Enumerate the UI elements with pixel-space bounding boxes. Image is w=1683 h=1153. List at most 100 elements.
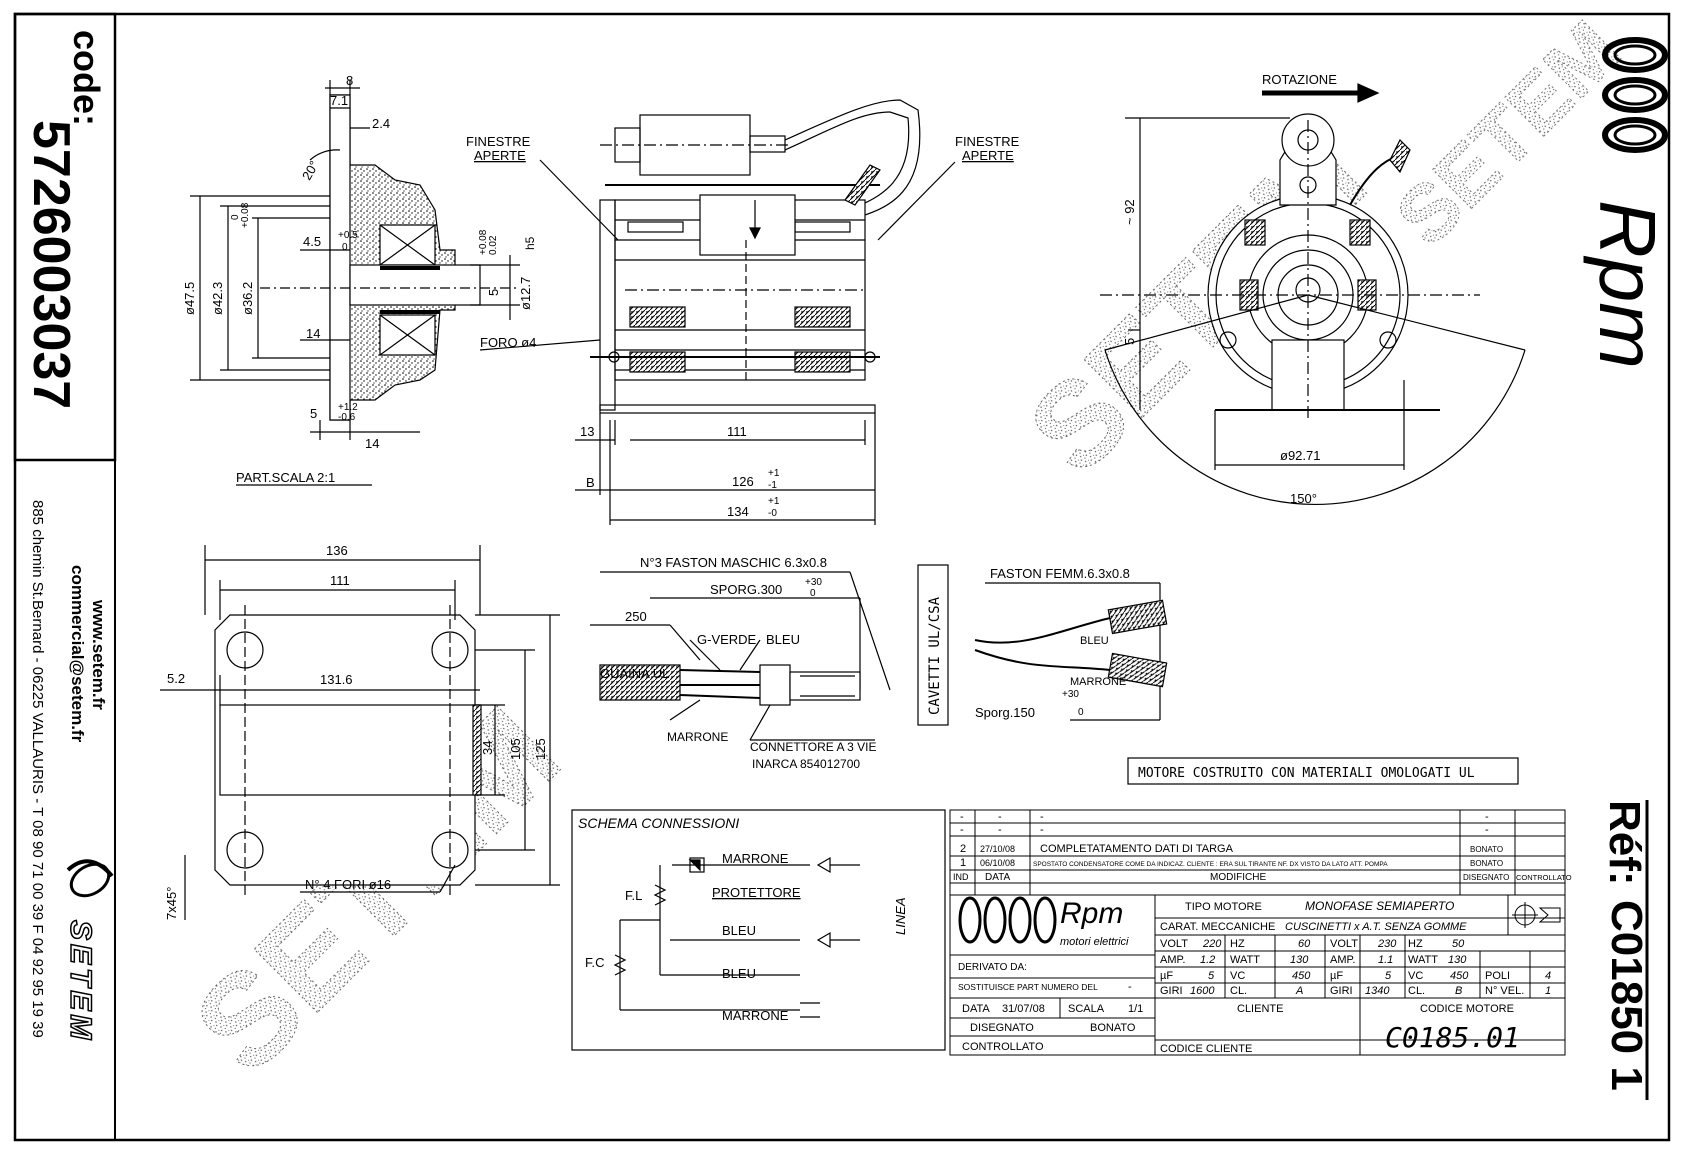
code-box [13, 12, 117, 462]
codice-motore-value: C0185.01 [1385, 1021, 1520, 1054]
cavetti-label: CAVETTI UL/CSA [927, 596, 943, 715]
r1-hz-a: HZ [1230, 938, 1245, 950]
r2-watt-b-val: 130 [1448, 954, 1467, 966]
rev-ind: 2 [960, 843, 966, 855]
schema-title: SCHEMA CONNESSIONI [578, 815, 739, 831]
dim-126: 126 [732, 474, 754, 489]
code-panel: code: 5726003037 [22, 30, 107, 409]
r1-volt-a: VOLT [1160, 938, 1188, 950]
schema-bleu-2: BLEU [722, 966, 756, 981]
dim-tol-12: +1.2 [338, 402, 358, 413]
r4-giri-a: GIRI [1160, 985, 1183, 997]
motore-note: MOTORE COSTRUITO CON MATERIALI OMOLOGATI… [1138, 766, 1475, 781]
sostituisce-label: SOSTITUISCE PART NUMERO DEL [958, 982, 1098, 992]
r4-giri-b: GIRI [1330, 985, 1353, 997]
front-view-motor [1100, 83, 1526, 506]
rev-head-mod: MODIFICHE [1210, 872, 1266, 883]
rev-mod: SPOSTATO CONDENSATORE COME DA INDICAZ. C… [1033, 861, 1388, 868]
r2-watt-a-val: 130 [1290, 954, 1309, 966]
rev-data: 06/10/08 [980, 858, 1015, 868]
cable-labels: N°3 FASTON MASCHIC 6.3x0.8 SPORG.300 +30… [600, 555, 876, 771]
sostituisce-value: - [1128, 981, 1132, 993]
front-view-labels: ROTAZIONE ~ 92 5 ø92.71 150° [1122, 72, 1337, 506]
cliente-label: CLIENTE [1237, 1003, 1283, 1015]
r4-giri-b-val: 1340 [1365, 985, 1390, 997]
title-block [949, 809, 1566, 1056]
r3-uf-b: µF [1330, 970, 1343, 982]
r1-hz-b-val: 50 [1452, 938, 1465, 950]
bleu-cable-label: BLEU [766, 632, 800, 647]
r3-vc-b-val: 450 [1450, 970, 1469, 982]
dim-d42-3: ø42.3 [210, 282, 225, 315]
data-value: 31/07/08 [1002, 1003, 1045, 1015]
setem-logo-icon [66, 859, 114, 898]
rpm-title-coil-icon [958, 896, 1057, 944]
r2-amp-a: AMP. [1160, 954, 1185, 966]
dim-14-bottom: 14 [365, 436, 379, 451]
r4-cl-a-val: A [1295, 985, 1303, 997]
schema-labels: SCHEMA CONNESSIONI MARRONE PROTETTORE BL… [578, 815, 908, 1023]
r3-vc-b: VC [1408, 970, 1423, 982]
dim-126-tol-minus: -1 [768, 480, 777, 491]
faston-femm-label: FASTON FEMM.6.3x0.8 [990, 566, 1130, 581]
dim-111-side: 111 [727, 424, 747, 439]
rpm-logo-text: Rpm [1583, 200, 1672, 369]
setem-brand: SETEM [64, 920, 97, 1043]
dim-approx-92: ~ 92 [1122, 199, 1137, 225]
dim-250: 250 [625, 609, 647, 624]
dim-chamfer: 7x45° [164, 887, 179, 920]
rev-dis: BONATO [1470, 859, 1503, 868]
rotation-label: ROTAZIONE [1262, 72, 1337, 87]
marrone-femm-label: MARRONE [1070, 676, 1126, 688]
rev-head-data: DATA [985, 872, 1011, 883]
rev-mod: COMPLETATAMENTO DATI DI TARGA [1040, 843, 1234, 855]
schema-protettore: PROTETTORE [712, 885, 801, 900]
r2-watt-a: WATT [1230, 954, 1260, 966]
rev-ind: 1 [960, 857, 966, 869]
r1-volt-a-val: 220 [1202, 938, 1222, 950]
base-view-labels: 136 111 5.2 131.6 34 105 125 7x45° N° 4 … [164, 543, 548, 920]
code-label: code: [66, 30, 107, 126]
inarca-label: INARCA 854012700 [752, 757, 860, 771]
title-block-text: - - - - - - - - 2 27/10/08 COMPLETATAMEN… [953, 811, 1572, 1055]
sporg-150-tol-zero: 0 [1078, 707, 1084, 718]
r4-nvel: N° VEL. [1485, 985, 1524, 997]
rev-ind: - [960, 824, 964, 836]
dim-d92-71: ø92.71 [1280, 448, 1320, 463]
rev-data: 27/10/08 [980, 844, 1015, 854]
r3-uf-a-val: 5 [1208, 970, 1215, 982]
schema-bleu-1: BLEU [722, 923, 756, 938]
motore-note-box [1127, 757, 1519, 785]
cavetti-box [917, 564, 949, 726]
dim-tol-05: +0.5 [338, 230, 358, 241]
rev-mod: - [1040, 824, 1044, 836]
dim-111-base: 111 [330, 573, 350, 588]
connettore-label: CONNETTORE A 3 VIE [750, 740, 876, 754]
dim-136: 136 [326, 543, 348, 558]
r4-nvel-val: 1 [1545, 985, 1551, 997]
dim-tol-008: +0.08 [240, 202, 251, 228]
dim-d47-5: ø47.5 [182, 282, 197, 315]
r3-vc-a: VC [1230, 970, 1245, 982]
title-logo: Rpm [1060, 897, 1123, 930]
r3-uf-b-val: 5 [1385, 970, 1392, 982]
dim-tol-008b: +0.08 [478, 229, 489, 255]
base-view-bracket [160, 545, 560, 920]
rpm-brand-panel: Rpm Réf: C01850 1 [1583, 37, 1672, 1100]
carat-label: CARAT. MECCANICHE [1160, 921, 1275, 933]
holes-note: N° 4 FORI ø16 [305, 877, 391, 892]
title-logo-sub: motori elettrici [1060, 936, 1129, 948]
sporg-300-tol-zero: 0 [810, 588, 816, 599]
r1-volt-b: VOLT [1330, 938, 1358, 950]
codice-motore-label: CODICE MOTORE [1420, 1003, 1514, 1015]
rev-head-dis: DISEGNATO [1463, 873, 1509, 882]
faston-maschio-label: N°3 FASTON MASCHIC 6.3x0.8 [640, 555, 827, 570]
rev-head-ind: IND [953, 872, 969, 882]
r4-cl-a: CL. [1230, 985, 1247, 997]
dim-131-6: 131.6 [320, 672, 353, 687]
rev-head-contr: CONTROLLATO [1516, 873, 1572, 882]
r3-uf-a: µF [1160, 970, 1173, 982]
rev-data: - [998, 811, 1002, 823]
r2-amp-b: AMP. [1330, 954, 1355, 966]
dim-d12-7: ø12.7 [518, 277, 533, 310]
